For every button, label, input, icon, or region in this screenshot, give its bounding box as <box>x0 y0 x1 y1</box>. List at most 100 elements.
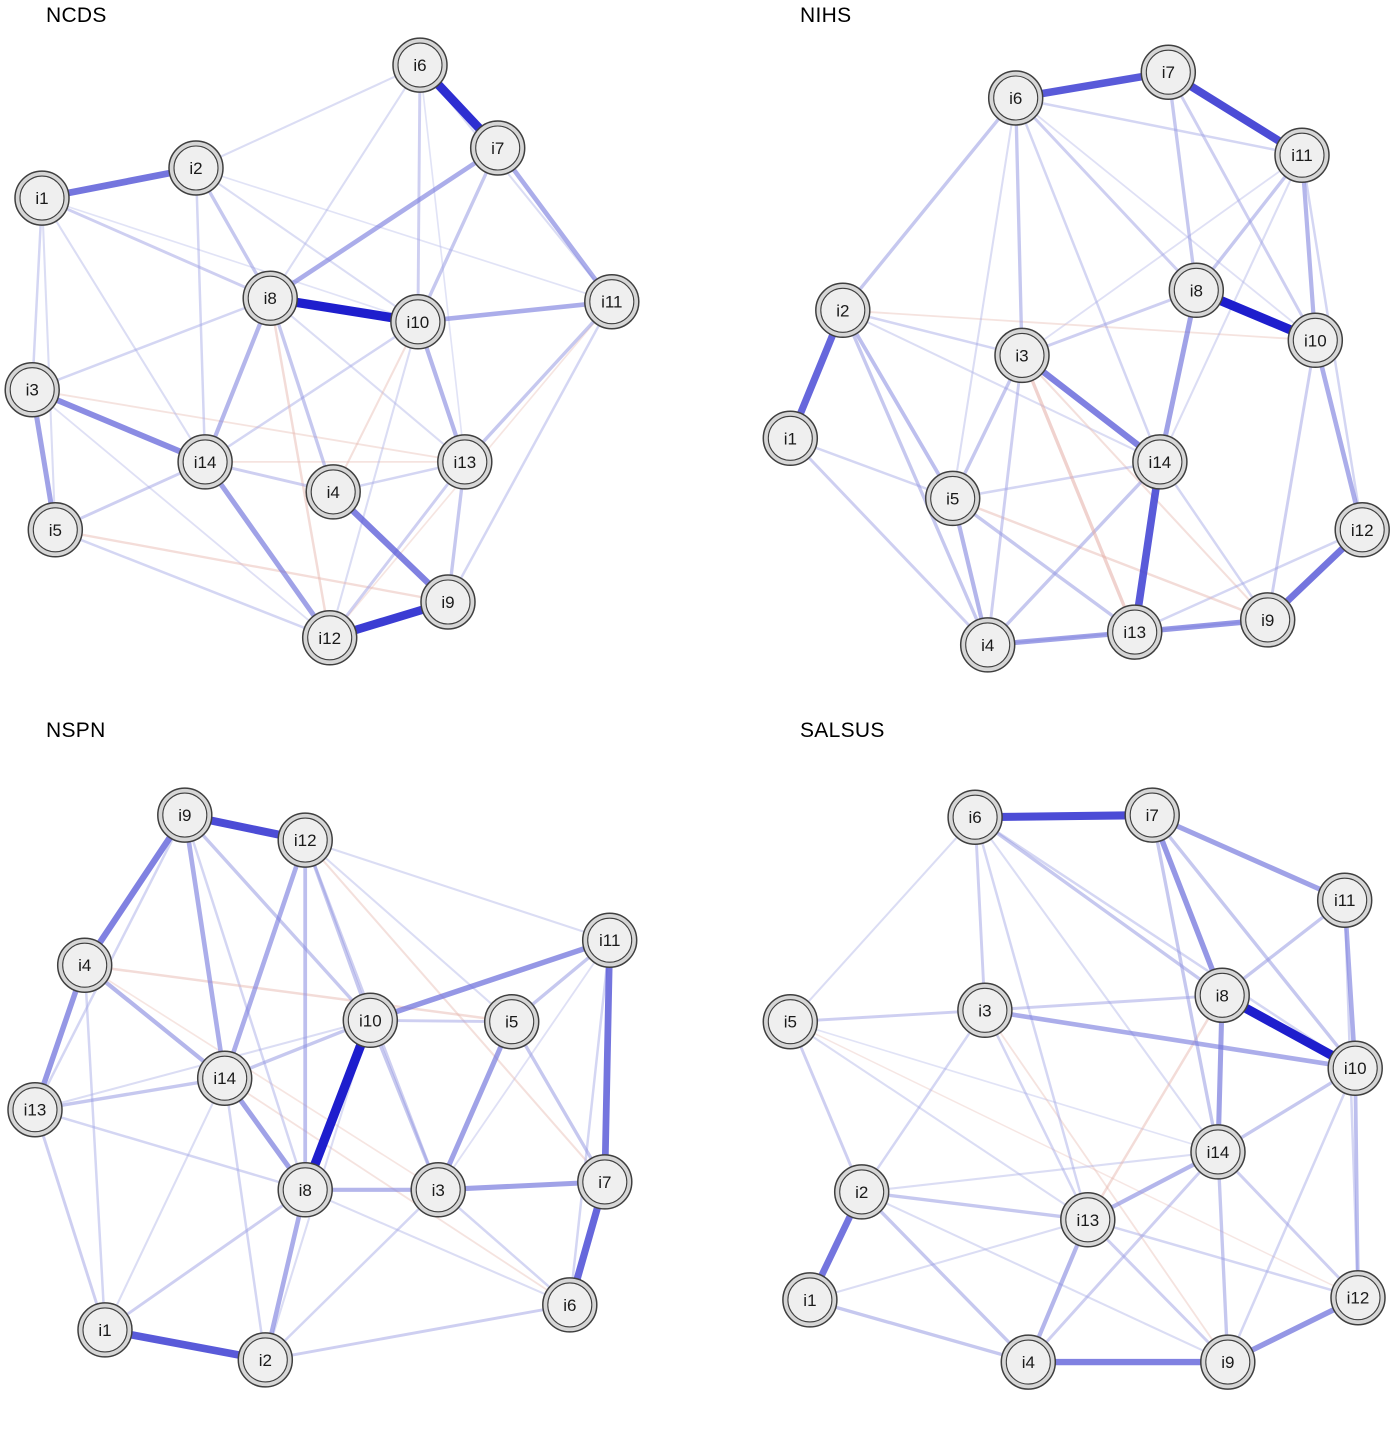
edge-i5-i12 <box>54 528 331 640</box>
edge-i2-i6 <box>194 64 422 170</box>
node-inner-circle <box>1335 1275 1381 1321</box>
node-label: i3 <box>26 381 39 400</box>
node-inner-circle <box>202 1055 248 1101</box>
edge-i4-i9 <box>81 811 188 969</box>
edge-i3-i6 <box>1014 96 1024 358</box>
node-inner-circle <box>1205 1339 1251 1385</box>
edge-i2-i9 <box>860 1190 1229 1364</box>
node-label: i14 <box>1207 1143 1230 1162</box>
node-i10: i10 <box>1287 312 1344 369</box>
node-label: i3 <box>978 1001 991 1020</box>
node-inner-circle <box>442 439 488 485</box>
node-label: i2 <box>259 1351 272 1370</box>
edge-i3-i9 <box>1020 354 1269 621</box>
node-inner-circle <box>999 332 1045 378</box>
edge-i5-i13 <box>951 496 1137 634</box>
edge-i8-i13 <box>1086 994 1224 1222</box>
edge-i3-i4 <box>986 353 1024 647</box>
edge-i11-i13 <box>463 300 614 464</box>
node-inner-circle <box>162 792 208 838</box>
node-label: i8 <box>1190 281 1203 300</box>
node-label: i11 <box>601 293 622 312</box>
edge-i10-i11 <box>1342 897 1358 1071</box>
node-label: i1 <box>98 1321 111 1340</box>
edge-i9-i10 <box>1226 1066 1357 1364</box>
edge-i3-i7 <box>435 1179 608 1193</box>
node-inner-circle <box>173 145 219 191</box>
node-inner-circle <box>1279 132 1325 178</box>
node-i13: i13 <box>437 434 493 490</box>
node-i7: i7 <box>577 1154 633 1210</box>
edge-i12-i14 <box>222 837 308 1081</box>
edge-i9-i10 <box>1266 338 1317 622</box>
edge-i2-i14 <box>223 1076 267 1362</box>
node-inner-circle <box>425 579 471 625</box>
edge-i10-i12 <box>328 320 419 639</box>
edge-i7-i11 <box>601 936 614 1186</box>
node-i2: i2 <box>833 1164 890 1220</box>
edge-i3-i14 <box>29 386 209 465</box>
node-i7: i7 <box>1124 787 1180 843</box>
node-label: i8 <box>264 289 277 308</box>
node-inner-circle <box>767 999 813 1045</box>
edge-i3-i10 <box>982 1007 1358 1071</box>
edge-i8-i13 <box>269 297 466 463</box>
node-i12: i12 <box>301 610 358 666</box>
node-label: i1 <box>803 1291 816 1310</box>
edge-i3-i13 <box>31 388 466 463</box>
node-label: i14 <box>194 453 217 472</box>
node-inner-circle <box>62 942 108 988</box>
edge-i2-i4 <box>841 308 990 647</box>
edge-i2-i8 <box>262 1187 308 1363</box>
node-label: i13 <box>453 453 476 472</box>
node-i14: i14 <box>1190 1124 1246 1180</box>
edge-i5-i9 <box>54 528 450 604</box>
edge-i7-i14 <box>1150 813 1220 1154</box>
edge-i5-i13 <box>789 1020 1089 1221</box>
node-inner-circle <box>12 1087 58 1133</box>
node-inner-circle <box>19 175 65 221</box>
node-label: i6 <box>563 1296 576 1315</box>
node-i1: i1 <box>782 1272 838 1328</box>
edge-i1-i4 <box>808 1298 1030 1364</box>
panel-title-salsus: SALSUS <box>800 719 885 742</box>
node-i3: i3 <box>994 327 1050 384</box>
edge-i2-i3 <box>841 309 1024 357</box>
edge-i4-i14 <box>82 963 227 1081</box>
node-i4: i4 <box>1000 1334 1057 1390</box>
node-label: i11 <box>1334 891 1355 910</box>
edge-i1-i13 <box>33 1108 107 1332</box>
node-label: i12 <box>1351 521 1374 540</box>
node-i8: i8 <box>277 1162 333 1218</box>
node-i4: i4 <box>56 937 113 993</box>
edge-i2-i10 <box>194 166 419 323</box>
node-inner-circle <box>952 794 998 840</box>
node-label: i3 <box>1015 346 1028 365</box>
edge-i9-i11 <box>446 300 614 604</box>
node-label: i9 <box>1221 1353 1234 1372</box>
edge-i2-i13 <box>860 1190 1090 1222</box>
edge-i6-i7 <box>971 811 1157 822</box>
edge-i10-i12 <box>1312 337 1365 533</box>
node-label: i6 <box>413 56 426 75</box>
node-inner-circle <box>1245 597 1291 643</box>
edge-i6-i13 <box>419 64 466 463</box>
node-i5: i5 <box>27 502 84 558</box>
edge-i3-i12 <box>31 388 331 639</box>
edge-i3-i13 <box>1020 353 1137 634</box>
edge-i4-i10 <box>332 320 419 493</box>
node-inner-circle <box>395 299 441 345</box>
edge-i2-i14 <box>194 166 207 464</box>
edge-i8-i9 <box>183 813 307 1192</box>
node-inner-circle <box>307 615 353 661</box>
node-i4: i4 <box>959 617 1016 673</box>
node-inner-circle <box>587 917 633 963</box>
edge-i5-i6 <box>789 816 977 1023</box>
node-label: i2 <box>855 1183 868 1202</box>
node-inner-circle <box>242 1337 288 1383</box>
node-inner-circle <box>965 622 1011 668</box>
